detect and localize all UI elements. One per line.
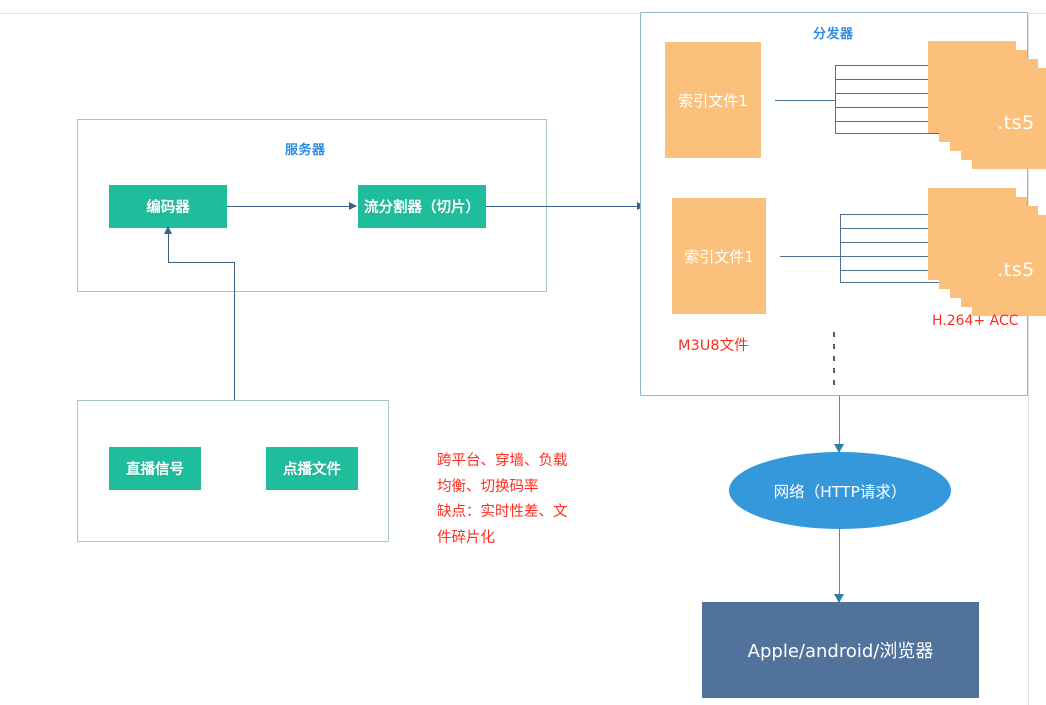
arrowhead-network-to-client bbox=[834, 594, 844, 603]
fan-branch-2-2 bbox=[840, 228, 949, 229]
right-rule-divider bbox=[1028, 13, 1029, 705]
m3u8-annotation: M3U8文件 bbox=[678, 338, 749, 354]
fan-trunk-2 bbox=[840, 214, 841, 282]
fan-branch-1-2 bbox=[835, 79, 949, 80]
annotation-drawbacks-line1: 缺点：实时性差、文 bbox=[437, 504, 568, 520]
arrowhead-distributor-to-network bbox=[834, 444, 844, 453]
ts-stack-label-2: .ts5 bbox=[997, 259, 1035, 281]
server-panel-title: 服务器 bbox=[285, 143, 326, 158]
encoder-box[interactable]: 编码器 bbox=[109, 185, 227, 228]
fan-branch-2-1 bbox=[840, 214, 939, 215]
fan-trunk-1 bbox=[835, 65, 836, 133]
arrowhead-source-to-encoder bbox=[164, 226, 172, 234]
codec-annotation: H.264+ ACC bbox=[932, 313, 1019, 329]
top-rule-divider bbox=[0, 13, 1046, 14]
connector-source-horizontal bbox=[168, 262, 235, 263]
fan-stub-1 bbox=[775, 100, 835, 101]
arrowhead-encoder-to-slicer bbox=[349, 202, 357, 210]
ts-card bbox=[972, 77, 1046, 169]
connector-source-to-encoder bbox=[168, 232, 169, 263]
fan-branch-2-3 bbox=[840, 242, 960, 243]
fan-branch-1-4 bbox=[835, 107, 971, 108]
connector-slicer-to-distributor bbox=[486, 206, 641, 207]
network-ellipse[interactable]: 网络（HTTP请求） bbox=[729, 452, 951, 529]
index-file-box-1[interactable]: 索引文件1 bbox=[665, 42, 761, 158]
fan-branch-1-3 bbox=[835, 93, 960, 94]
fan-branch-2-6 bbox=[840, 282, 993, 283]
stream-slicer-box[interactable]: 流分割器（切片） bbox=[358, 185, 486, 228]
annotation-advantages-line1: 跨平台、穿墙、负载 bbox=[437, 453, 568, 469]
connector-source-riser bbox=[234, 262, 235, 400]
connector-distributor-to-network bbox=[839, 396, 840, 452]
connector-encoder-to-slicer bbox=[227, 206, 350, 207]
fan-branch-1-6 bbox=[835, 133, 993, 134]
annotation-drawbacks-line2: 件碎片化 bbox=[437, 529, 495, 546]
ts-stack-label-1: .ts5 bbox=[997, 112, 1035, 134]
ts-card bbox=[972, 224, 1046, 316]
fan-branch-2-4 bbox=[840, 256, 971, 257]
ts-segment-stack-2[interactable]: .ts5 bbox=[928, 188, 1046, 316]
fan-stub-2 bbox=[780, 256, 840, 257]
live-signal-box[interactable]: 直播信号 bbox=[109, 447, 201, 490]
fan-branch-1-1 bbox=[835, 65, 939, 66]
vertical-ellipsis-icon bbox=[833, 332, 835, 385]
distributor-panel-title: 分发器 bbox=[813, 27, 854, 42]
annotation-advantages-line2: 均衡、切换码率 bbox=[437, 478, 539, 495]
fan-branch-1-5 bbox=[835, 121, 982, 122]
connector-network-to-client bbox=[839, 529, 840, 602]
annotation-block: 跨平台、穿墙、负载 均衡、切换码率 缺点：实时性差、文 件碎片化 bbox=[437, 449, 568, 551]
client-devices-box[interactable]: Apple/android/浏览器 bbox=[702, 602, 979, 698]
vod-file-box[interactable]: 点播文件 bbox=[266, 447, 358, 490]
ts-segment-stack-1[interactable]: .ts5 bbox=[928, 41, 1046, 169]
fan-branch-2-5 bbox=[840, 270, 982, 271]
index-file-box-2[interactable]: 索引文件1 bbox=[672, 198, 766, 314]
